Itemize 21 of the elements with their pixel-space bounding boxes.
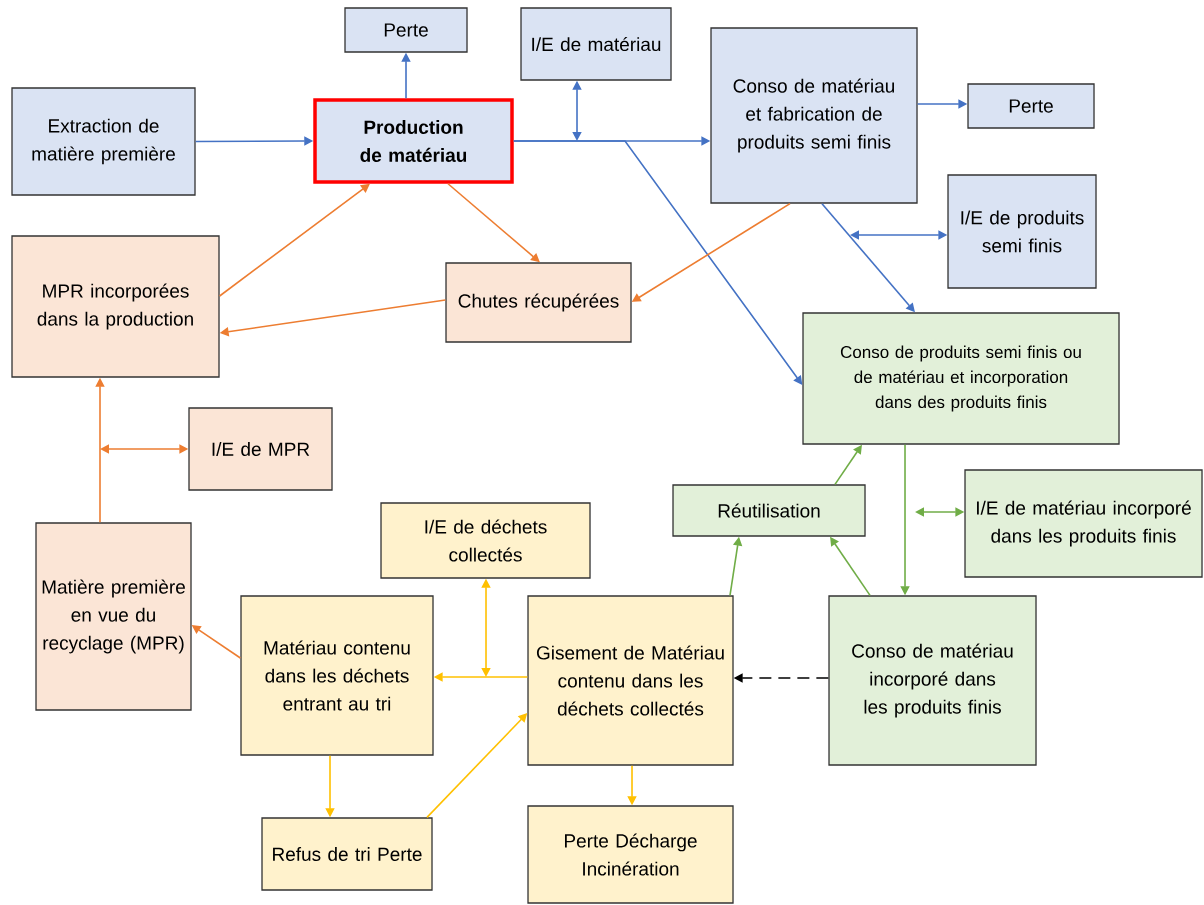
process-box: I/E de matériau	[520, 7, 672, 81]
process-box: Conso de matériau et fabrication de produits semi finis	[710, 27, 918, 204]
process-box: Gisement de Matériau contenu dans les déchets collectés	[527, 595, 734, 766]
process-box: Refus de tri Perte	[261, 817, 433, 891]
process-box: I/E de matériau incorporé dans les produits finis	[964, 469, 1203, 578]
process-box: Conso de matériau incorporé dans les produits finis	[828, 595, 1037, 766]
process-box: Réutilisation	[672, 484, 866, 537]
process-box: Perte	[344, 7, 468, 53]
process-box: Perte	[967, 83, 1095, 129]
process-box: I/E de produits semi finis	[947, 174, 1097, 289]
process-box: Chutes récupérées	[445, 262, 632, 343]
arrow	[512, 140, 803, 385]
process-box: Matériau contenu dans les déchets entrant au tri	[240, 595, 434, 756]
process-box: I/E de déchets collectés	[380, 502, 591, 579]
process-box: Matière première en vue du recyclage (MPR)	[35, 522, 192, 711]
process-box: MPR incorporées dans la production	[11, 235, 220, 378]
process-box: Conso de produits semi finis ou de matériau et incorporation dans des produits finis	[802, 312, 1120, 445]
process-box: Perte Décharge Incinération	[527, 805, 734, 904]
process-box: I/E de MPR	[188, 407, 333, 491]
process-box: Extraction de matière première	[11, 87, 196, 196]
process-box: Production de matériau	[313, 98, 514, 184]
